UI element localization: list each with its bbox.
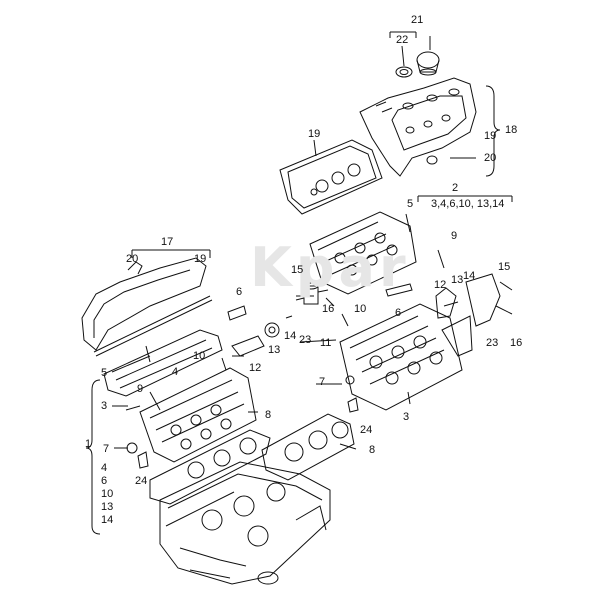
callout-17: 17	[161, 236, 174, 248]
callout-3-left: 3	[101, 400, 108, 412]
callout-13-left: 13	[268, 344, 281, 356]
callout-5-right: 5	[407, 198, 414, 210]
left-cylinder-head	[139, 367, 257, 463]
callout-20-cover: 20	[484, 152, 497, 164]
right-camshaft-carrier	[309, 211, 417, 295]
left-camshaft-carrier	[103, 329, 223, 397]
callout-line	[389, 32, 431, 50]
bracket-17	[131, 249, 211, 258]
callout-6-right: 6	[395, 307, 402, 319]
callout-20-left: 20	[126, 253, 139, 265]
callout-21: 21	[411, 14, 424, 26]
callout-2-list: 3,4,6,10, 13,14	[431, 198, 505, 210]
callout-line	[401, 45, 405, 67]
callout-8-left: 8	[265, 409, 272, 421]
left-head-gasket	[149, 429, 271, 505]
callout-13-right: 13	[451, 274, 464, 286]
callout-10-right: 10	[354, 303, 367, 315]
callout-6-left: 6	[236, 286, 243, 298]
callout-1-4: 4	[101, 462, 108, 474]
callout-24-left: 24	[135, 475, 148, 487]
callout-4-left: 4	[172, 366, 179, 378]
callout-15-left: 15	[291, 264, 304, 276]
callout-11-right: 11	[320, 337, 332, 349]
left-gasket-strip	[93, 295, 213, 357]
callout-8-right: 8	[369, 444, 376, 456]
callout-10-left: 10	[193, 350, 206, 362]
callout-3-right: 3	[403, 411, 410, 423]
right-cylinder-head	[339, 303, 463, 411]
callout-15-right: 15	[498, 261, 511, 273]
right-small-parts	[295, 213, 513, 413]
callout-19-gasket: 19	[308, 128, 321, 140]
oil-filler-cap	[395, 51, 440, 78]
bracket-2	[417, 195, 513, 202]
right-head-gasket	[261, 413, 355, 481]
callout-5-left: 5	[101, 367, 108, 379]
callout-7-left: 7	[103, 443, 110, 455]
callout-2: 2	[452, 182, 459, 194]
callout-1-13: 13	[101, 501, 114, 513]
callout-19-cover: 19	[484, 130, 497, 142]
callout-16-right: 16	[510, 337, 523, 349]
callout-16-left: 16	[322, 303, 335, 315]
callout-24-right: 24	[360, 424, 373, 436]
callout-line	[111, 339, 357, 450]
callout-19-left: 19	[194, 253, 207, 265]
left-small-parts	[125, 295, 314, 469]
callout-23-right: 23	[486, 337, 499, 349]
brace-1	[85, 379, 101, 535]
callout-14-right: 14	[463, 270, 476, 282]
timing-chain-cover	[81, 257, 207, 351]
callout-1-14: 14	[101, 514, 114, 526]
callout-1: 1	[85, 438, 92, 450]
callout-22: 22	[396, 34, 409, 46]
callout-7-right: 7	[319, 376, 326, 388]
callout-9-left: 9	[137, 383, 144, 395]
brace-18	[485, 85, 501, 177]
callout-line	[313, 139, 317, 157]
callout-1-10: 10	[101, 488, 114, 500]
engine-block	[159, 461, 331, 585]
valve-cover	[359, 77, 477, 177]
callout-9-right: 9	[451, 230, 458, 242]
watermark: Kpar	[250, 236, 410, 299]
callout-23-left: 23	[299, 334, 312, 346]
valve-cover-gasket	[279, 139, 383, 215]
callout-1-6: 6	[101, 475, 108, 487]
callout-14-left: 14	[284, 330, 297, 342]
callout-18: 18	[505, 124, 518, 136]
callout-12-right: 12	[434, 279, 447, 291]
callout-12-left: 12	[249, 362, 262, 374]
